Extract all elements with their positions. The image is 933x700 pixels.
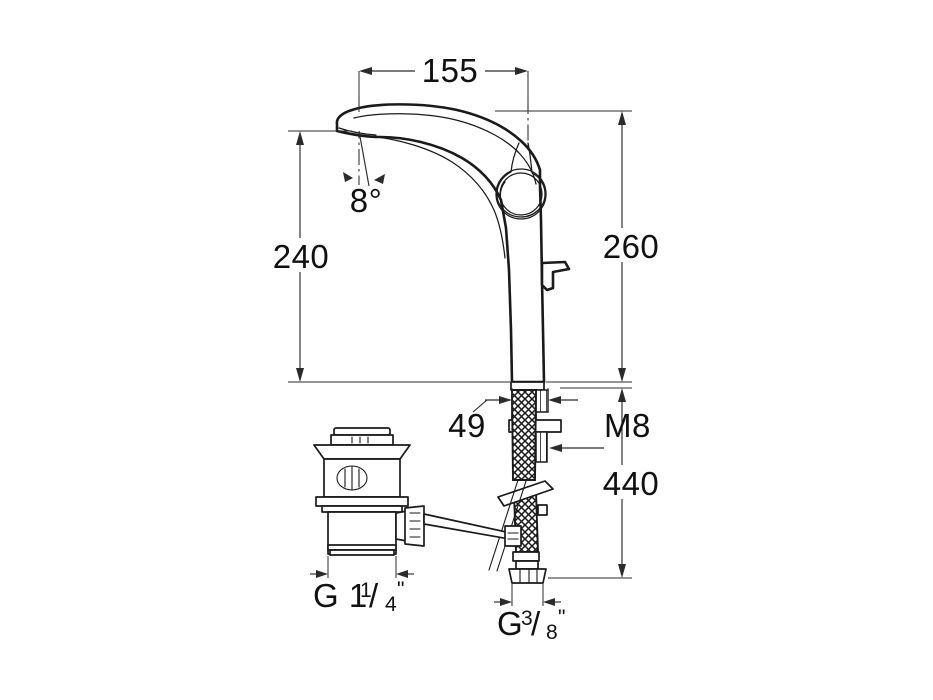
waste-knurled-nut: [404, 505, 425, 547]
spout-neck-relief-line: [369, 135, 506, 259]
hose-fitting-upper: [512, 551, 540, 562]
popup-waste-drain: [313, 427, 425, 556]
dimension-440: 440: [548, 387, 668, 579]
g114-numerator-text: 1: [360, 579, 372, 602]
dim260-arrow-bottom: [618, 368, 626, 382]
m8-text: M8: [604, 407, 651, 444]
waste-vent-oval: [336, 465, 368, 491]
waste-cylinder-upper: [323, 458, 401, 498]
dim155-arrow-left: [359, 67, 372, 75]
linkage-clevis-clip: [504, 525, 522, 547]
g38-slash: /: [531, 605, 541, 642]
g114-arrow-left: [316, 570, 328, 578]
dimension-260: 260: [495, 110, 668, 383]
waste-cap-body: [330, 434, 394, 446]
angle-leg-slanted: [358, 130, 370, 187]
dimension-240: 240: [266, 130, 510, 383]
g38-denominator-text: 8: [546, 621, 558, 644]
dimension-49: 49: [448, 388, 578, 444]
spout-outer-outline: [335, 103, 546, 384]
waste-flange-skirt: [313, 444, 411, 460]
dim49-leader: [472, 399, 488, 413]
g114-quote-text: ": [397, 578, 404, 601]
dim49-arrow-right: [548, 396, 561, 404]
hose-upper-segment: [511, 389, 537, 481]
g38-arrow-right: [543, 598, 555, 606]
dim440-text-bg: [596, 465, 668, 499]
g38-quote-text: ": [558, 606, 565, 629]
m8-arrow: [549, 444, 562, 452]
g114-denominator-text: 4: [385, 593, 397, 616]
dim260-arrow-top: [618, 111, 626, 125]
dim240-text: 240: [273, 238, 330, 275]
shank-collar: [510, 381, 545, 391]
popup-lever-tab: [540, 260, 571, 292]
m8-thread-lower: [535, 431, 548, 463]
dim49-text: 49: [448, 407, 486, 444]
dimension-155: 155: [358, 52, 529, 112]
dim240-arrow-top: [296, 131, 304, 145]
angle-arrow-right: [374, 174, 385, 184]
dim155-arrow-right: [515, 67, 528, 75]
g114-prefix-text: G 1: [313, 577, 368, 614]
g38-prefix-text: G: [497, 605, 523, 642]
waste-bottom-ring-2: [329, 549, 395, 556]
dimension-angle-8deg: 8°: [343, 130, 385, 219]
g114-arrow-right: [396, 570, 408, 578]
handle-outer-circle: [495, 168, 547, 220]
dim155-text-bg: [415, 53, 485, 87]
g38-arrow-left: [500, 598, 512, 606]
lift-rod-left: [488, 479, 519, 571]
dim440-text: 440: [603, 465, 660, 502]
dim155-text: 155: [422, 52, 479, 89]
dim260-text: 260: [603, 228, 660, 265]
angle-arrow-left: [343, 172, 353, 182]
g114-slash: /: [369, 577, 379, 614]
waste-collar-ring-2: [321, 505, 403, 513]
lever-handle-ring: [495, 142, 547, 220]
spout-top-relief-line: [353, 113, 537, 185]
waste-collar-ring: [315, 496, 409, 507]
dim260-text-bg: [596, 228, 668, 262]
faucet-spout-body: [335, 103, 546, 384]
spout-tip-underline: [338, 127, 377, 136]
popup-rod-lever: [540, 260, 571, 292]
dim-angle-text: 8°: [350, 182, 383, 219]
dim240-text-bg: [266, 238, 338, 272]
callout-g-3-8: G 3 / 8 ": [494, 583, 565, 644]
dim440-arrow-bottom: [618, 564, 626, 578]
m8-thread-upper: [535, 389, 549, 413]
popup-linkage-rod: [423, 513, 522, 547]
linkage-rod-bar: [423, 513, 516, 541]
handle-arc-highlight: [499, 181, 506, 206]
hose-supply-nut: [508, 568, 547, 584]
callout-m8: M8: [549, 407, 651, 452]
dim49-arrow-left: [499, 396, 512, 404]
hose-fitting-mid: [515, 560, 539, 570]
g38-numerator-text: 3: [521, 607, 533, 630]
dim440-arrow-top: [618, 388, 626, 402]
handle-teardrop-outline: [496, 142, 546, 218]
braided-flexible-hose: [497, 389, 554, 584]
hose-side-nipple: [537, 504, 548, 516]
callout-g-1-1-4: G 1 1 / 4 ": [310, 556, 414, 616]
waste-cap-top: [333, 427, 391, 436]
dim240-arrow-bottom: [296, 368, 304, 382]
